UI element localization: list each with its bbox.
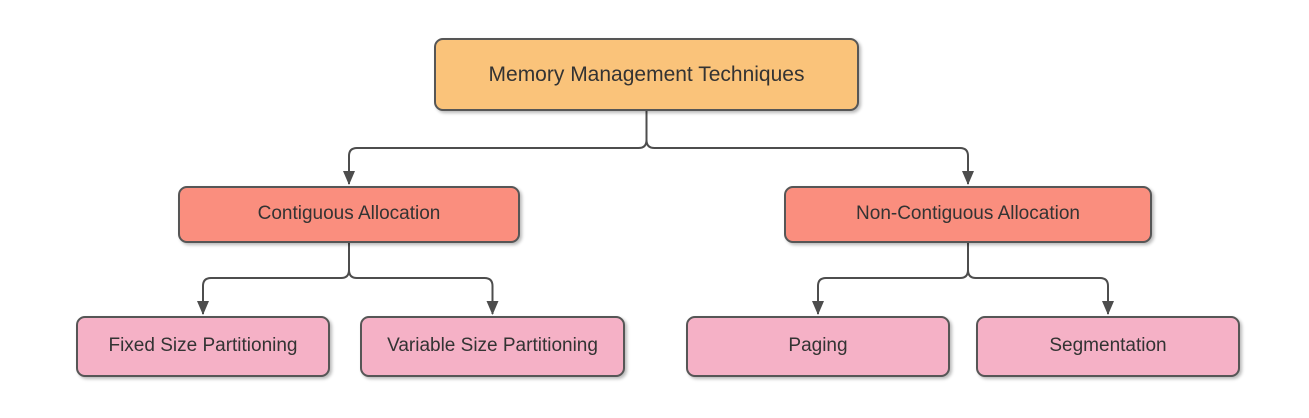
node-non-contiguous-allocation: Non-Contiguous Allocation — [784, 186, 1152, 243]
node-label: Segmentation — [1049, 335, 1167, 357]
node-label: Paging — [788, 335, 848, 357]
node-segmentation: Segmentation — [976, 316, 1240, 377]
connector-contiguous-variable — [348, 243, 499, 315]
connector-contiguous-fixed — [197, 243, 350, 315]
node-label: Variable Size Partitioning — [387, 335, 598, 357]
connector-noncontiguous-segmentation — [967, 243, 1114, 315]
node-label: Non-Contiguous Allocation — [856, 203, 1080, 225]
node-memory-management-techniques: Memory Management Techniques — [434, 38, 859, 111]
node-label: Memory Management Techniques — [488, 62, 805, 86]
node-variable-size-partitioning: Variable Size Partitioning — [360, 316, 625, 377]
connector-noncontiguous-paging — [812, 243, 969, 315]
node-label: Fixed Size Partitioning — [108, 335, 298, 357]
node-fixed-size-partitioning: Fixed Size Partitioning — [76, 316, 330, 377]
node-label: Contiguous Allocation — [257, 203, 441, 225]
connector-root-contiguous — [343, 111, 648, 185]
node-paging: Paging — [686, 316, 950, 377]
node-contiguous-allocation: Contiguous Allocation — [178, 186, 520, 243]
connector-root-noncontiguous — [645, 111, 974, 185]
